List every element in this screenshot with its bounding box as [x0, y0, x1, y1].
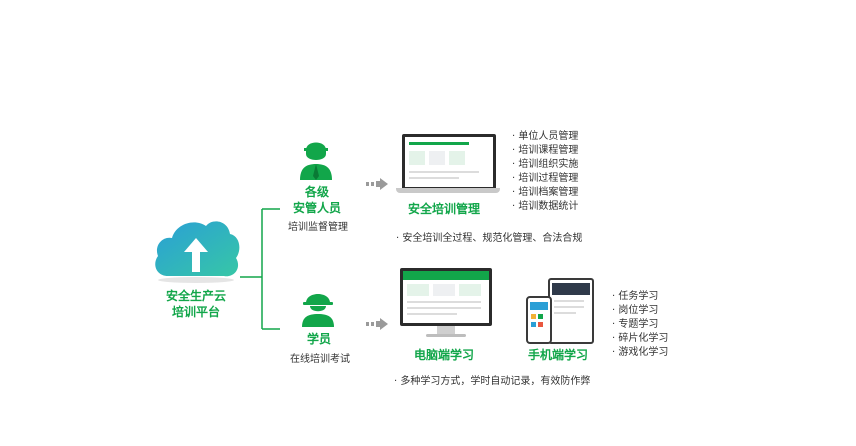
platform-label: 安全生产云 培训平台: [158, 288, 234, 320]
manager-feature-item: · 培训过程管理: [512, 173, 579, 184]
student-role: 学员: [306, 332, 331, 346]
manager-feature-item: · 单位人员管理: [512, 131, 579, 142]
student-summary: · 多种学习方式，学时自动记录，有效防作弊: [394, 376, 591, 387]
student-helmet-icon: [300, 287, 336, 331]
manager-summary: · 安全培训全过程、规范化管理、合法合规: [396, 233, 583, 244]
platform-label-line2: 培训平台: [171, 305, 220, 319]
manager-feature-list: · 单位人员管理 · 培训课程管理 · 培训组织实施 · 培训过程管理 · 培训…: [512, 130, 578, 214]
desktop-monitor: [400, 268, 492, 342]
mobile-label: 手机端学习: [528, 348, 589, 362]
laptop-screen: [402, 134, 496, 190]
student-feature-item: · 碎片化学习: [612, 333, 669, 344]
cloud-upload-icon: [155, 221, 240, 283]
student-feature-item: · 专题学习: [612, 319, 659, 330]
arrow-right-icon: [366, 178, 388, 190]
manager-feature-item: · 培训档案管理: [512, 187, 579, 198]
manager-avatar-icon: [298, 136, 334, 184]
manager-role-line2: 安管人员: [292, 201, 341, 215]
student-feature-item: · 任务学习: [612, 291, 659, 302]
manager-feature-item: · 培训组织实施: [512, 159, 579, 170]
manager-role-line1: 各级: [304, 185, 329, 199]
manager-feature-item: · 培训课程管理: [512, 145, 579, 156]
connector-lines: [240, 208, 280, 330]
manager-feature-item: · 培训数据统计: [512, 201, 579, 212]
manager-duty: 培训监督管理: [288, 222, 348, 233]
phone-device: [526, 296, 552, 344]
monitor-screen: [400, 268, 492, 326]
platform-label-line1: 安全生产云: [165, 289, 226, 303]
laptop-device: [396, 134, 500, 196]
student-feature-item: · 游戏化学习: [612, 347, 669, 358]
arrow-right-icon: [366, 318, 388, 330]
student-feature-list: · 任务学习 · 岗位学习 · 专题学习 · 碎片化学习 · 游戏化学习: [612, 290, 668, 360]
cloud-platform: [150, 212, 242, 284]
student-feature-item: · 岗位学习: [612, 305, 659, 316]
system-label: 安全培训管理: [408, 202, 481, 216]
tablet-device: [548, 278, 594, 344]
pc-label: 电脑端学习: [414, 348, 475, 362]
student-duty: 在线培训考试: [290, 354, 350, 365]
manager-role: 各级 安管人员: [290, 184, 344, 216]
